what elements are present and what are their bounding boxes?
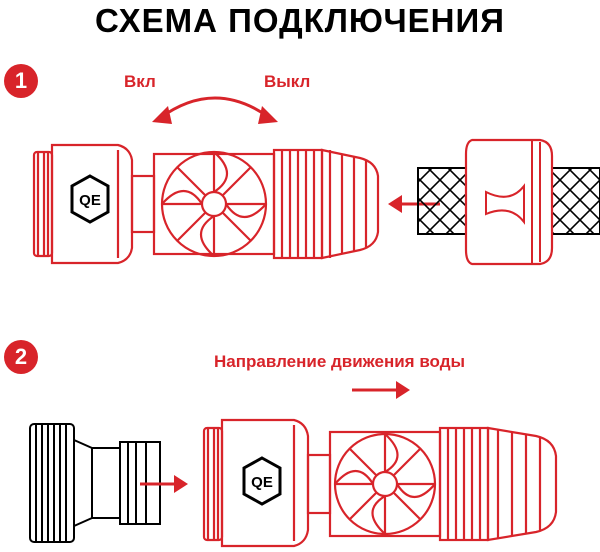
rotate-arrow-icon	[152, 96, 278, 124]
page-title: СХЕМА ПОДКЛЮЧЕНИЯ	[95, 2, 505, 39]
svg-text:QE: QE	[79, 192, 101, 209]
connector-2	[202, 418, 558, 548]
svg-text:QE: QE	[251, 474, 273, 491]
insert-arrow-2-icon	[140, 475, 188, 493]
qe-logo-icon: QE	[70, 174, 110, 224]
connector-1	[32, 143, 380, 265]
off-label: Выкл	[264, 72, 311, 91]
tap-fitting	[29, 423, 161, 543]
step-2-badge: 2	[4, 340, 38, 374]
flow-direction-label: Направление движения воды	[214, 352, 466, 371]
water-flow-arrow-icon	[352, 381, 410, 399]
on-label: Вкл	[124, 72, 156, 91]
step-1-badge: 1	[4, 64, 38, 98]
hose-fitting	[417, 138, 600, 266]
qe-logo-2-icon: QE	[242, 456, 282, 506]
